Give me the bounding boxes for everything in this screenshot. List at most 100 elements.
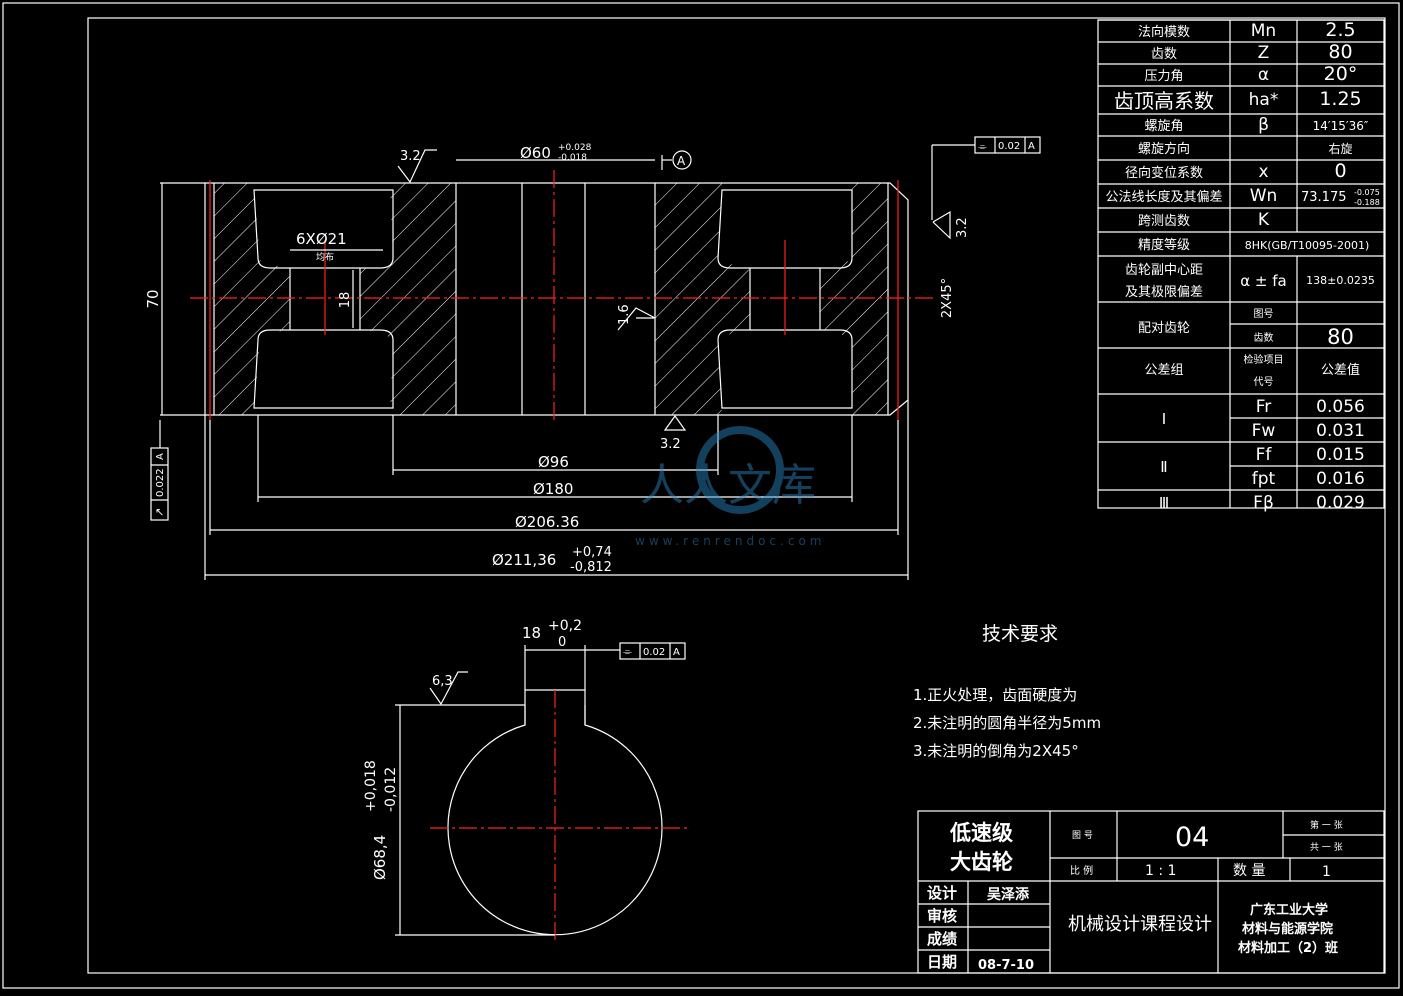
spec-name: 精度等级	[1138, 237, 1190, 253]
spec-value: 73.175	[1301, 190, 1347, 205]
check-label: 审核	[927, 907, 957, 925]
inner-frame	[87, 17, 1386, 974]
spec-tol: -0.075	[1354, 188, 1380, 197]
dim-d96: Ø96	[538, 453, 569, 471]
tol-flat-datum: A	[1028, 141, 1035, 152]
dim-holes-note: 均布	[316, 251, 334, 263]
rough-63: 6,3	[432, 674, 453, 689]
spec-name: 齿顶高系数	[1114, 89, 1214, 113]
qty: 1	[1322, 864, 1331, 880]
tol-key-datum: A	[673, 647, 680, 658]
spec-name: 公法线长度及其偏差	[1105, 189, 1222, 205]
datum-a-circle	[672, 150, 692, 170]
tol-value: 0.015	[1316, 445, 1365, 465]
spec-name: 压力角	[1144, 69, 1183, 84]
spec-sub: 齿数	[1254, 331, 1274, 344]
tol-frame-flat	[974, 136, 1041, 154]
spec-sub: 图号	[1254, 308, 1274, 320]
section-dimensions: 70 Ø60 +0.028 -0.018 A 6XØ21 均布 18 2X45°…	[144, 136, 1041, 580]
spec-symbol: α	[1258, 65, 1269, 85]
dim-key-dn: 0	[558, 635, 566, 650]
tech-item-3: 3.未注明的倒角为2X45°	[913, 742, 1079, 760]
dim-bore-tol-dn: -0.018	[558, 153, 587, 163]
spec-name: 配对齿轮	[1138, 321, 1190, 336]
dim-bore: Ø60	[520, 144, 551, 162]
spec-tol: -0.188	[1354, 198, 1380, 207]
tol-value: 0.031	[1316, 421, 1365, 441]
dim-shaft-up: +0,018	[363, 760, 379, 812]
dim-key-up: +0,2	[548, 618, 582, 634]
drawing-no: 04	[1175, 822, 1209, 853]
dim-d180: Ø180	[533, 480, 573, 498]
tol-header: 公差组	[1144, 363, 1183, 378]
dim-d211: Ø211,36	[492, 551, 556, 569]
dim-shaft-dn: -0,012	[383, 767, 399, 812]
dim-bore-tol-up: +0.028	[558, 143, 592, 153]
tol-runout-val: 0.022	[155, 468, 166, 497]
dim-chamfer: 2X45°	[940, 278, 955, 318]
rough-bottom: 3.2	[660, 437, 681, 452]
drawing-no-label: 图 号	[1072, 830, 1093, 841]
spec-value: 80	[1327, 325, 1354, 349]
part-name-1: 低速级	[949, 821, 1013, 845]
datum-a-label: A	[677, 154, 686, 168]
sheet-total: 共 一 张	[1310, 842, 1343, 853]
spec-symbol: Z	[1258, 43, 1270, 63]
date: 08-7-10	[978, 958, 1034, 973]
school-2: 材料与能源学院	[1242, 921, 1333, 937]
course: 机械设计课程设计	[1068, 914, 1212, 935]
svg-text:↗: ↗	[153, 508, 166, 517]
tol-value: 0.016	[1316, 469, 1365, 489]
scale-label: 比 例	[1070, 864, 1093, 877]
tol-value: 0.029	[1316, 493, 1365, 513]
dim-key: 18	[522, 624, 541, 642]
rough-top: 3.2	[400, 149, 421, 164]
design-label: 设计	[927, 884, 957, 902]
spec-name: 及其极限偏差	[1125, 285, 1203, 300]
title-block: 低速级 大齿轮 图 号 04 第 一 张 共 一 张 比 例 1 : 1 数 量…	[917, 810, 1385, 974]
grade-label: 成绩	[927, 930, 957, 948]
tol-flat-val: 0.02	[998, 141, 1020, 152]
spec-name: 螺旋方向	[1138, 141, 1190, 157]
spec-name: 径向变位系数	[1125, 165, 1203, 181]
spec-symbol: β	[1258, 115, 1269, 135]
watermark-text: 人人文库	[640, 460, 816, 511]
scale: 1 : 1	[1145, 863, 1176, 879]
spec-symbol: K	[1258, 210, 1270, 230]
technical-requirements: 技术要求 1.正火处理，齿面硬度为 2.未注明的圆角半径为5mm 3.未注明的倒…	[913, 623, 1101, 760]
watermark: 人人文库 www.renrendoc.com	[635, 426, 821, 548]
tol-frame-key	[619, 642, 686, 660]
date-label: 日期	[927, 953, 957, 971]
dim-hole-len: 18	[338, 292, 353, 309]
spec-symbol: Wn	[1250, 186, 1278, 206]
tech-title: 技术要求	[982, 623, 1058, 645]
dim-shaft: Ø68,4	[371, 835, 389, 880]
designer: 吴泽添	[987, 886, 1030, 903]
spec-value: 2.5	[1325, 19, 1355, 41]
tol-group: Ⅰ	[1162, 410, 1166, 428]
tol-header: 代号	[1254, 376, 1274, 388]
dim-holes: 6XØ21	[296, 230, 347, 248]
sheet-no: 第 一 张	[1310, 819, 1343, 831]
tech-item-1: 1.正火处理，齿面硬度为	[913, 686, 1077, 704]
spec-symbol: Mn	[1251, 21, 1276, 41]
dim-d211-dn: -0,812	[570, 560, 612, 575]
spec-value: 0	[1334, 160, 1346, 182]
tol-header: 检验项目	[1244, 353, 1284, 366]
spec-name: 法向模数	[1138, 24, 1190, 40]
tol-code: Ff	[1256, 445, 1273, 465]
spec-value: 138±0.0235	[1306, 274, 1375, 287]
spec-value: 1.25	[1319, 88, 1361, 110]
tol-value: 0.056	[1316, 397, 1365, 417]
spec-value: 80	[1328, 41, 1352, 63]
tol-header: 公差值	[1321, 362, 1360, 378]
spec-name: 螺旋角	[1144, 119, 1183, 134]
tol-code: fpt	[1252, 469, 1276, 489]
spec-symbol: ha*	[1249, 90, 1279, 110]
spec-name: 跨测齿数	[1138, 214, 1190, 229]
spec-name: 齿数	[1151, 47, 1177, 62]
spec-value: 右旋	[1328, 141, 1352, 156]
spec-value: 20°	[1324, 63, 1358, 85]
